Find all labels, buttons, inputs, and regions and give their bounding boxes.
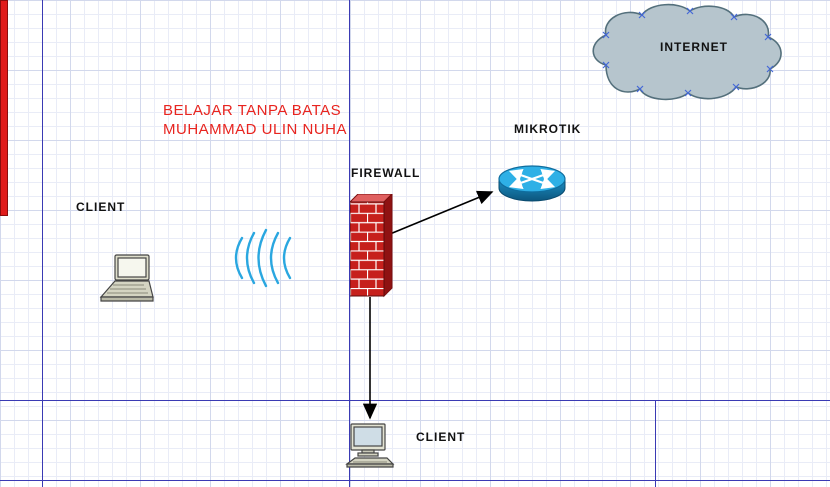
- client-top-label[interactable]: CLIENT: [76, 200, 126, 214]
- red-ruler-bar: [0, 0, 8, 216]
- laptop-icon[interactable]: [98, 254, 156, 306]
- cloud-connection-points: [602, 7, 774, 97]
- desktop-computer-icon[interactable]: [345, 423, 395, 471]
- firewall-label[interactable]: FIREWALL: [351, 166, 421, 180]
- internet-label[interactable]: INTERNET: [660, 40, 728, 54]
- radio-waves-icon[interactable]: [232, 227, 298, 289]
- annotation-line-2: MUHAMMAD ULIN NUHA: [163, 121, 348, 138]
- page-break-line-bottom: [0, 480, 830, 481]
- annotation-text[interactable]: BELAJAR TANPA BATAS MUHAMMAD ULIN NUHA: [163, 101, 347, 139]
- mikrotik-label[interactable]: MIKROTIK: [514, 122, 582, 136]
- connector-firewall-mikrotik[interactable]: [389, 190, 494, 235]
- page-break-line-vertical-right: [655, 400, 656, 487]
- client-bottom-label[interactable]: CLIENT: [416, 430, 466, 444]
- page-break-line-horizontal: [0, 400, 830, 401]
- cloud-icon[interactable]: [580, 1, 795, 109]
- page-break-line-vertical-left: [42, 0, 43, 487]
- brick-wall-icon[interactable]: [350, 194, 394, 298]
- annotation-line-1: BELAJAR TANPA BATAS: [163, 102, 342, 119]
- router-icon[interactable]: [493, 158, 571, 206]
